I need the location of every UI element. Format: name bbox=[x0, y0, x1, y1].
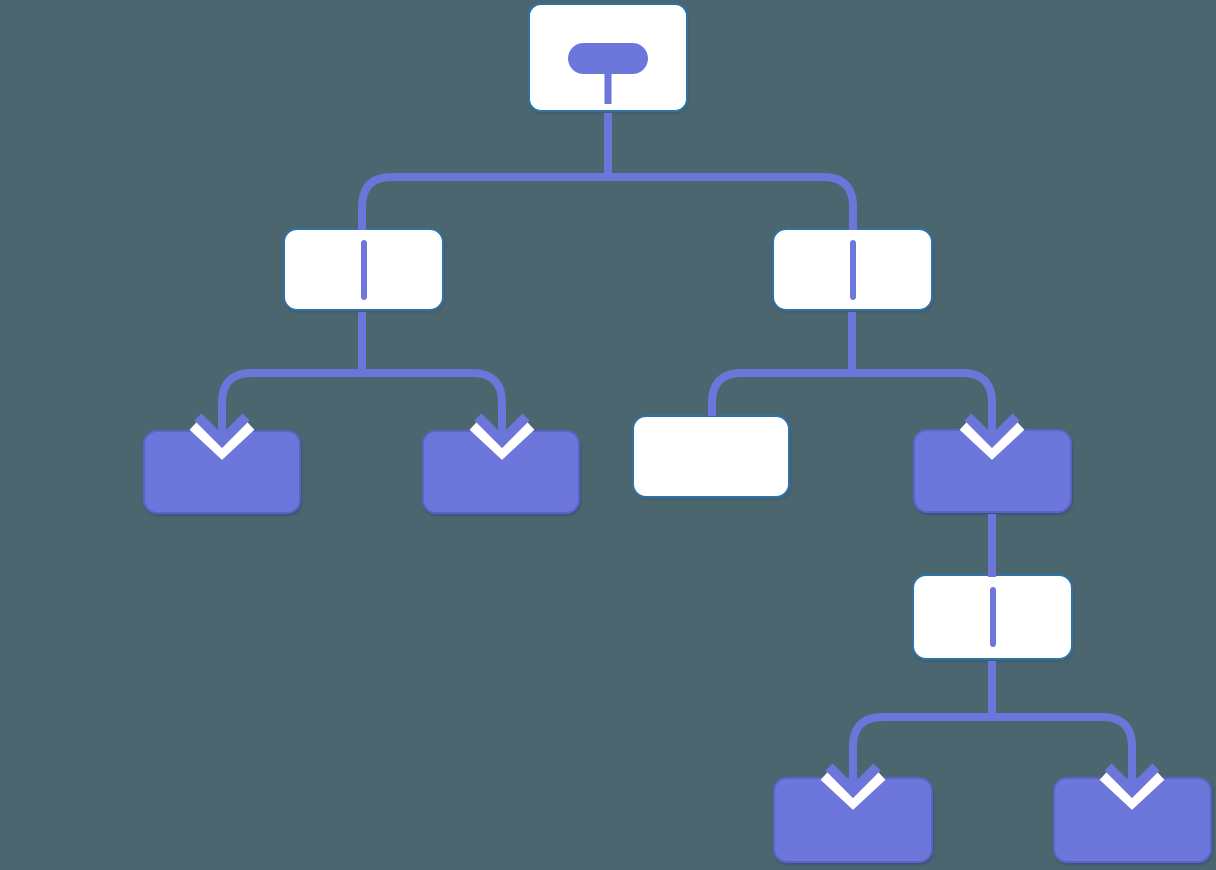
node-empty[interactable] bbox=[632, 415, 790, 498]
node-branch-left[interactable] bbox=[283, 228, 444, 311]
node-branch-bottom[interactable] bbox=[912, 574, 1073, 660]
node-collapsed-3[interactable] bbox=[913, 429, 1072, 513]
title-pill-icon bbox=[568, 43, 648, 74]
node-root[interactable] bbox=[528, 3, 688, 112]
connector-edge bbox=[218, 369, 506, 437]
divider-bar-icon bbox=[849, 239, 856, 300]
divider-bar-icon bbox=[989, 587, 996, 647]
connector-edge bbox=[358, 173, 857, 230]
node-collapsed-4[interactable] bbox=[773, 777, 933, 863]
pill-stem-icon bbox=[604, 71, 612, 104]
divider-bar-icon bbox=[360, 239, 367, 300]
node-branch-right[interactable] bbox=[772, 228, 933, 311]
node-collapsed-1[interactable] bbox=[143, 430, 301, 514]
node-collapsed-5[interactable] bbox=[1053, 777, 1212, 863]
node-collapsed-2[interactable] bbox=[422, 430, 580, 514]
